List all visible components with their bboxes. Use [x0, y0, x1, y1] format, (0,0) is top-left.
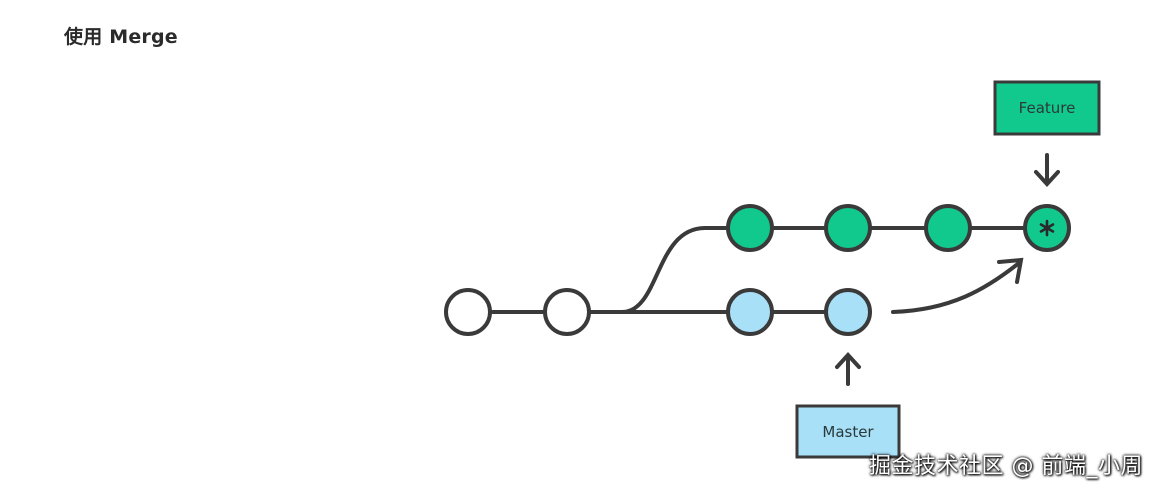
commit-master-1	[726, 288, 774, 336]
feature-label-box: Feature	[993, 80, 1101, 136]
merge-arrow-curve	[891, 261, 1021, 314]
commit-base-1	[444, 288, 492, 336]
master-label-box: Master	[795, 404, 901, 459]
commits	[444, 204, 1071, 336]
watermark: 掘金技术社区 @ 前端_小周	[869, 454, 1143, 479]
master-label: Master	[822, 423, 874, 441]
commit-feature-3	[924, 204, 972, 252]
commit-lines	[488, 153, 1060, 386]
section-heading: 使用 Merge	[64, 26, 178, 48]
merge-arrow-head	[997, 257, 1024, 284]
commit-base-2	[543, 288, 591, 336]
feature-label: Feature	[1019, 99, 1076, 117]
commit-feature-2	[824, 204, 872, 252]
branch-curve	[620, 226, 730, 314]
master-pointer-arrow	[835, 352, 861, 386]
commit-feature-1	[726, 204, 774, 252]
commit-master-2	[824, 288, 872, 336]
asterisk-icon	[1039, 219, 1055, 237]
feature-pointer-arrow	[1034, 153, 1060, 187]
